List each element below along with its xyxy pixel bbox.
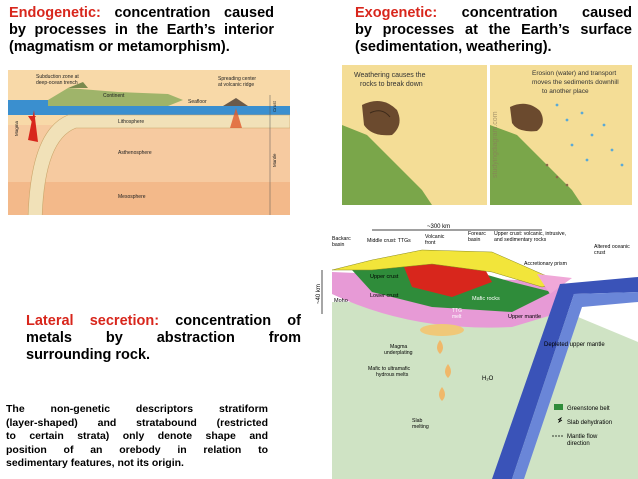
note-line-2: (layer-shaped) and stratabound (restrict…	[6, 416, 268, 429]
label-upper-crust: Upper crust	[370, 274, 399, 280]
lateral-secretion-definition: Lateral secretion: concentration of meta…	[26, 313, 301, 364]
label-seafloor: Seafloor	[188, 99, 207, 105]
lateral-line2: metals by abstraction from	[26, 330, 301, 346]
plate-tectonics-diagram: Subduction zone at deep-ocean trench Spr…	[8, 70, 290, 215]
label-middle-crust: Middle crust: TTGs	[367, 238, 411, 244]
label-underplating-1: Magma	[390, 344, 407, 350]
label-slab-melting: melting	[412, 424, 429, 430]
label-slab: Slab	[412, 418, 422, 424]
label-altered-crust: crust	[594, 250, 606, 256]
legend-dehydration: Slab dehydration	[567, 420, 612, 426]
endogenetic-line3: (magmatism or metamorphism).	[9, 39, 230, 55]
label-volcanic: Volcanic	[425, 234, 445, 240]
label-volcanic-front: front	[425, 240, 436, 246]
label-depth: ~40 km	[316, 284, 322, 304]
label-asthenosphere: Asthenosphere	[118, 150, 152, 156]
crust-cross-section: ~300 km ~40 km Backarc basin Middle crus…	[312, 222, 638, 479]
label-mafic-ultra-1: Mafic to ultramafic	[368, 366, 410, 372]
weathering-erosion-illustration: Weathering causes the rocks to break dow…	[342, 65, 632, 205]
endogenetic-term: Endogenetic:	[9, 5, 101, 21]
label-upper-mantle: Upper mantle	[508, 314, 541, 320]
label-lithosphere: Lithosphere	[118, 119, 144, 125]
non-genetic-note: The non-genetic descriptors stratiform (…	[6, 403, 268, 471]
label-mafic-ultra-2: hydrous melts	[376, 372, 409, 378]
note-line-5: sedimentary features, not its origin.	[6, 457, 184, 469]
label-forearc: Forearc	[468, 231, 486, 237]
lateral-line1: Lateral secretion: concentration of	[26, 313, 301, 329]
legend-greenstone: Greenstone belt	[567, 406, 610, 412]
exogenetic-line2: by processes at the Earth’s surface	[355, 22, 632, 38]
label-h2o: H₂O	[482, 376, 494, 382]
label-upper-crust-desc-1: Upper crust: volcanic, intrusive,	[494, 231, 566, 237]
endogenetic-definition: Endogenetic: concentration caused by pro…	[9, 5, 274, 56]
label-subduction: Subduction zone at	[36, 74, 79, 80]
label-ttg: TTG	[452, 308, 462, 314]
label-underplating-2: underplating	[384, 350, 413, 356]
label-subduction-trench: deep-ocean trench	[36, 80, 78, 86]
note-line-1: The non-genetic descriptors stratiform	[6, 403, 268, 415]
watermark: studyingdiagram.com	[492, 111, 499, 178]
label-backarc: Backarc	[332, 236, 351, 242]
label-lower-crust: Lower crust	[370, 293, 399, 299]
label-spreading: Spreading center	[218, 76, 256, 82]
legend-greenstone-swatch	[554, 404, 563, 410]
legend-flow-1: Mantle flow	[567, 434, 598, 440]
label-weathering-2: rocks to break down	[360, 81, 423, 88]
label-forearc-basin: basin	[468, 237, 481, 243]
label-mesosphere: Mesosphere	[118, 194, 146, 200]
label-erosion-3: to another place	[542, 88, 589, 95]
label-mantle: Mantle	[272, 153, 277, 167]
label-scale: ~300 km	[427, 224, 450, 230]
label-accretionary: Accretionary prism	[524, 261, 567, 267]
label-moho: Moho	[334, 298, 348, 304]
endogenetic-line1: Endogenetic: concentration caused	[9, 5, 274, 21]
label-upper-crust-desc-2: and sedimentary rocks	[494, 237, 547, 243]
label-backarc-basin: basin	[332, 242, 345, 248]
legend-flow-2: direction	[567, 441, 590, 447]
label-crust: Crust	[272, 100, 277, 112]
exogenetic-definition: Exogenetic: concentration caused by proc…	[355, 5, 632, 56]
endogenetic-line2: by processes in the Earth’s interior	[9, 22, 274, 38]
note-line-3: to certain strata) only denote shape and	[6, 430, 268, 442]
label-weathering-1: Weathering causes the	[354, 72, 426, 79]
label-erosion-2: moves the sediments downhill	[532, 79, 619, 86]
label-depleted-mantle: Depleted upper mantle	[544, 342, 605, 348]
label-spreading-ridge: at volcanic ridge	[218, 82, 254, 88]
lateral-term: Lateral secretion:	[26, 313, 160, 329]
exogenetic-term: Exogenetic:	[355, 5, 438, 21]
label-erosion-1: Erosion (water) and transport	[532, 70, 616, 77]
label-magma: Magma	[14, 120, 19, 136]
lateral-line3: surrounding rock.	[26, 347, 151, 363]
label-continent: Continent	[103, 93, 125, 99]
label-altered-oceanic: Altered oceanic	[594, 244, 630, 250]
legend-dehydration-icon	[557, 416, 563, 424]
label-mafic-rocks: Mafic rocks	[472, 296, 500, 302]
note-line-4: position of an orebody in relation to	[6, 443, 268, 456]
exogenetic-line3: (sedimentation, weathering).	[355, 39, 552, 55]
label-ttg-melt: melt	[452, 314, 462, 320]
exogenetic-line1: Exogenetic: concentration caused	[355, 5, 632, 21]
